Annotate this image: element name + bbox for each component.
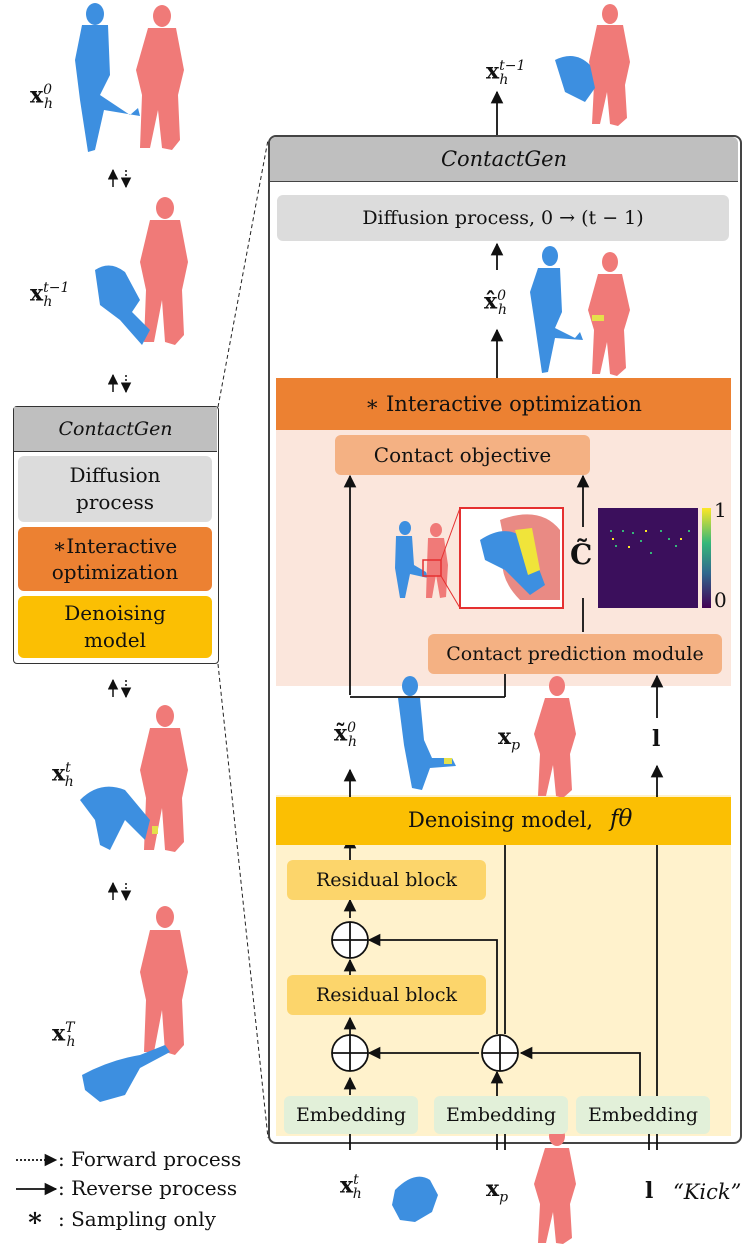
human-pair-xt (80, 705, 188, 852)
human-bottom-xp (534, 1126, 576, 1244)
input-x-h-t-label: xth (340, 1172, 362, 1202)
xhat-label: x̂0h (484, 288, 508, 318)
residual-block-2: Residual block (287, 975, 486, 1015)
label-x-h-t1: xt−1h (30, 280, 70, 310)
main-block-title: ContactGen (270, 137, 738, 182)
denoising-model-label: Denoising model, (408, 808, 594, 832)
denoising-model-bar (276, 797, 731, 845)
human-pair-xt1 (95, 197, 188, 345)
legend-star-icon: ∗ (26, 1203, 44, 1233)
f-theta-label: fθ (610, 806, 633, 832)
zoom-line-bottom (217, 663, 269, 1139)
colorbar-min: 0 (714, 588, 727, 612)
interactive-optimization-bar: ∗ Interactive optimization (276, 378, 731, 430)
label-x-h-t: xth (52, 760, 74, 790)
diffusion-process-box: Diffusion process, 0 → (t − 1) (277, 195, 729, 241)
xp-label: xp (498, 724, 521, 754)
legend-sampling-text: : Sampling only (58, 1207, 216, 1231)
human-pair-xhat (530, 246, 630, 376)
mini-block-title: ContactGen (14, 407, 217, 452)
input-x-p-label: xp (486, 1176, 509, 1206)
contact-visualization (395, 507, 564, 609)
contact-objective-box: Contact objective (335, 435, 590, 475)
human-pair-xT (82, 906, 188, 1102)
human-pair-x0 (75, 3, 184, 152)
top-output-label: xt−1h (486, 58, 526, 88)
human-xtilde (398, 676, 456, 790)
legend-reverse-text: : Reverse process (58, 1176, 238, 1200)
zoom-line-top (217, 139, 269, 408)
legend-forward-text: : Forward process (58, 1147, 242, 1171)
colorbar-max: 1 (714, 498, 727, 522)
contact-prediction-module-box: Contact prediction module (428, 634, 722, 674)
l-label: l (652, 726, 661, 752)
residual-block-1: Residual block (287, 860, 486, 900)
embedding-box-3: Embedding (576, 1096, 710, 1134)
mini-denoising-model: Denoising model (18, 596, 212, 658)
human-bottom-xt (392, 1176, 438, 1222)
human-pair-top-output (555, 4, 630, 126)
label-x-h-T: xTh (52, 1020, 76, 1050)
mini-interactive-optimization: ∗Interactive optimization (18, 527, 212, 591)
contact-heatmap (598, 508, 711, 608)
human-xp (534, 676, 576, 798)
input-kick-text: “Kick” (673, 1180, 742, 1204)
input-l-label: l (645, 1178, 654, 1204)
mini-diffusion-process: Diffusion process (18, 456, 212, 522)
legend-arrows (16, 1153, 58, 1196)
embedding-box-2: Embedding (434, 1096, 568, 1134)
embedding-box-1: Embedding (284, 1096, 418, 1134)
left-stage-arrows (107, 168, 132, 902)
xtilde-label: x̃0h (334, 720, 358, 750)
c-tilde-label: C̃ (570, 538, 593, 571)
sum-nodes (331, 921, 519, 1072)
label-x-h-0: x0h (30, 82, 54, 112)
